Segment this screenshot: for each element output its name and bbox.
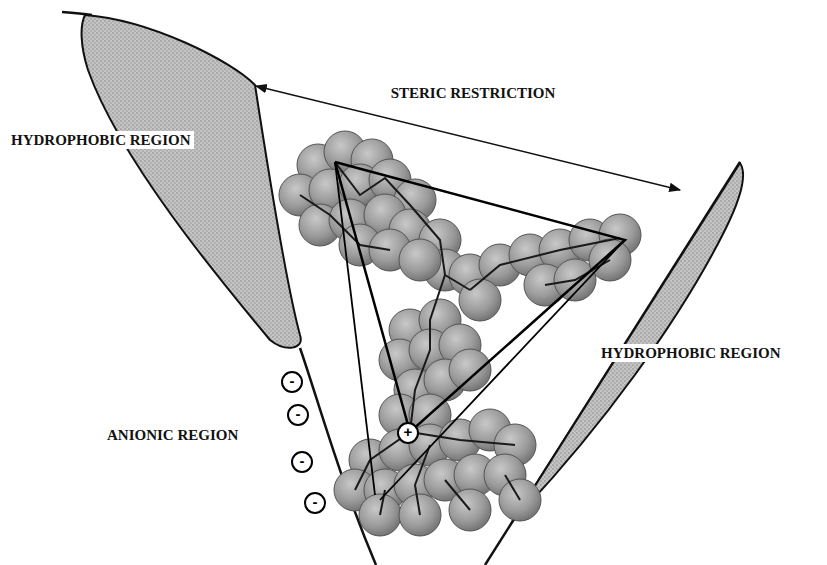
charge-sign: - (304, 492, 326, 514)
charge-circle: + (397, 422, 419, 444)
bond-stick (410, 432, 515, 445)
bond-stick (505, 475, 520, 500)
charge-sign: - (281, 371, 303, 393)
bond-stick (380, 490, 385, 515)
hydrophobic-region-shape (82, 15, 301, 348)
pharmacophore-triangle (335, 162, 625, 432)
region-label: ANIONIC REGION (104, 426, 241, 444)
region-label: HYDROPHOBIC REGION (598, 344, 784, 362)
ligand-molecule (279, 131, 641, 536)
charge-sign: - (291, 451, 313, 473)
charge-circle: - (291, 451, 313, 473)
charge-circle: - (281, 371, 303, 393)
charge-circle: - (287, 404, 309, 426)
distance-line (380, 245, 620, 500)
region-label: HYDROPHOBIC REGION (8, 131, 194, 149)
distance-line (335, 162, 375, 495)
charge-circle: - (304, 492, 326, 514)
atom-sphere (459, 279, 501, 321)
charge-sign: + (397, 422, 419, 444)
steric-label: STERIC RESTRICTION (388, 84, 559, 102)
atom-sphere (449, 349, 491, 391)
bond-stick (445, 480, 470, 510)
charge-sign: - (287, 404, 309, 426)
bond-stick (410, 275, 445, 432)
hydrophobic-region-shape (512, 163, 743, 522)
atom-sphere (399, 239, 441, 281)
